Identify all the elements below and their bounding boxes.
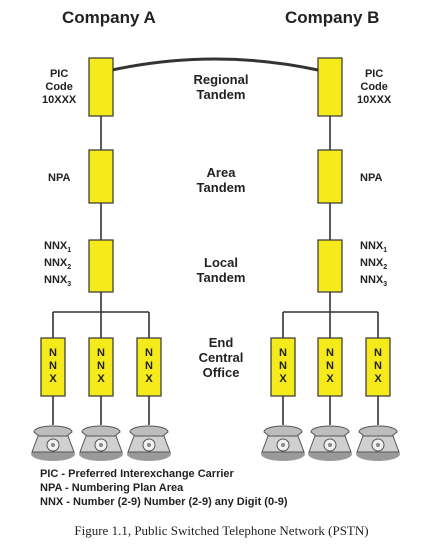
regional-tandem-box-a [88,57,114,117]
legend-npa: NPA - Numbering Plan Area [40,482,184,494]
end-office-box-a-1 [40,337,66,397]
end-office-letter-a-2-3: X [97,373,105,385]
end-office-letter-a-2-2: N [97,360,105,372]
npa-label-a: NPA [48,172,71,184]
end-office-letter-b-2-2: N [326,360,334,372]
end-office-box-b-1 [270,337,296,397]
end-office-letter-b-3-2: N [374,360,382,372]
end-office-box-a-2 [88,337,114,397]
end-office-box-b-2 [317,337,343,397]
telephone-icon [260,425,306,462]
local-tandem-box-b [317,239,343,293]
end-office-letter-b-2-3: X [326,373,334,385]
end-office-letter-a-1-1: N [49,347,57,359]
regional-tandem-box-b [317,57,343,117]
end-office-letter-b-1-1: N [279,347,287,359]
area-tandem-box-a [88,149,114,204]
local-tandem-box-a [88,239,114,293]
end-office-letter-b-3-1: N [374,347,382,359]
area-tandem-box-b [317,149,343,204]
end-office-letter-a-2-1: N [97,347,105,359]
end-office-letter-a-1-2: N [49,360,57,372]
end-office-letter-b-3-3: X [374,373,382,385]
figure-caption: Figure 1.1, Public Switched Telephone Ne… [74,523,369,538]
end-office-letter-b-1-3: X [279,373,287,385]
end-office-box-b-3 [365,337,391,397]
end-office-letter-b-2-1: N [326,347,334,359]
telephone-icon [30,425,76,462]
legend-nnx: NNX - Number (2-9) Number (2-9) any Digi… [40,496,288,508]
company-a-title: Company A [62,8,156,27]
end-office-letter-a-1-3: X [49,373,57,385]
end-office-letter-a-3-3: X [145,373,153,385]
end-office-box-a-3 [136,337,162,397]
company-b-title: Company B [285,8,380,27]
telephone-icon [307,425,353,462]
nnx-label-a: NNX1 NNX2 NNX3 [44,240,72,289]
nnx-label-b: NNX1 NNX2 NNX3 [360,240,388,289]
legend-pic: PIC - Preferred Interexchange Carrier [40,468,234,480]
npa-label-b: NPA [360,172,383,184]
telephone-icon [126,425,172,462]
end-office-letter-a-3-1: N [145,347,153,359]
regional-interconnect-link [111,57,319,72]
telephone-icon [78,425,124,462]
end-office-letter-b-1-2: N [279,360,287,372]
telephone-icon [355,425,401,462]
end-office-letter-a-3-2: N [145,360,153,372]
